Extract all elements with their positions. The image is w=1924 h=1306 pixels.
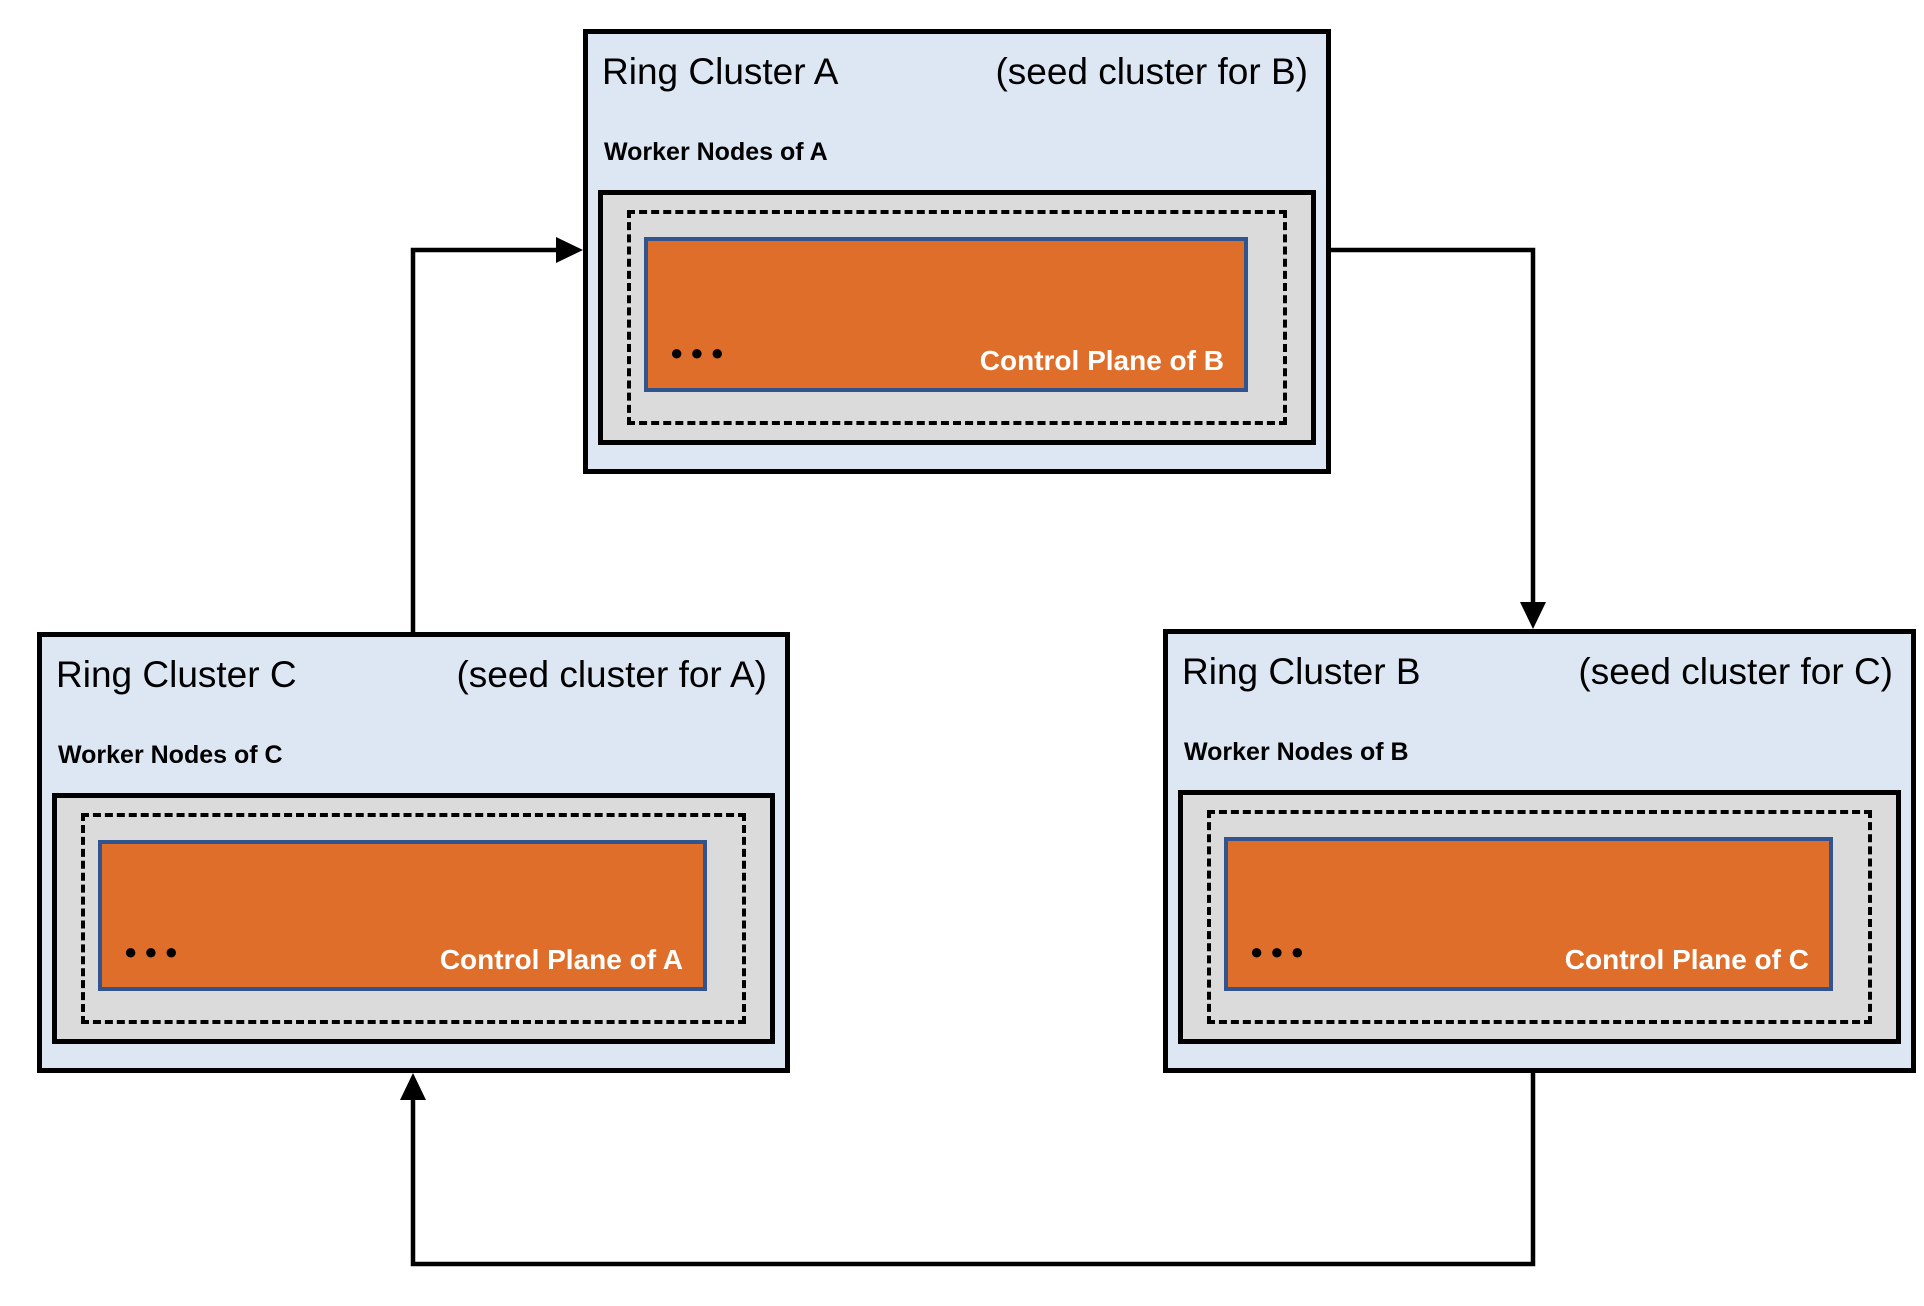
cluster-b-worker-nodes-label: Worker Nodes of B [1184,738,1409,766]
cluster-c-seed-note: (seed cluster for A) [456,654,767,695]
arrowhead-down-icon [1520,602,1546,629]
cluster-a-worker-nodes-dashed-outline: ●●● Control Plane of B [627,210,1287,425]
cluster-a-worker-nodes-box: ●●● Control Plane of B [598,190,1316,445]
cluster-a-title: Ring Cluster A [602,51,839,92]
cluster-c-title: Ring Cluster C [56,654,297,695]
cluster-box-a: Ring Cluster A (seed cluster for B) Work… [583,29,1331,474]
connector-c-to-a [410,237,583,632]
connector-c-to-a-line [410,247,558,632]
arrowhead-right-icon [556,237,583,263]
cluster-a-control-plane-box: ●●● Control Plane of B [644,237,1248,392]
cluster-c-control-plane-box: ●●● Control Plane of A [98,840,707,991]
cluster-c-worker-nodes-label: Worker Nodes of C [58,741,283,769]
ellipsis-dots-icon: ●●● [670,340,731,365]
cluster-c-title-row: Ring Cluster C (seed cluster for A) [42,637,785,697]
connector-b-to-c [400,1073,1536,1267]
connector-b-to-c-line [410,1073,1536,1267]
connector-a-to-b [1330,247,1546,629]
cluster-b-title-row: Ring Cluster B (seed cluster for C) [1168,634,1911,694]
cluster-a-seed-note: (seed cluster for B) [995,51,1308,92]
cluster-b-control-plane-label: Control Plane of C [1564,944,1809,976]
cluster-a-worker-nodes-label: Worker Nodes of A [604,138,828,166]
ellipsis-dots-icon: ●●● [1250,939,1311,964]
ellipsis-dots-icon: ●●● [124,939,185,964]
cluster-c-control-plane-label: Control Plane of A [439,944,683,976]
cluster-c-worker-nodes-box: ●●● Control Plane of A [52,793,775,1044]
cluster-b-control-plane-box: ●●● Control Plane of C [1224,837,1833,991]
cluster-b-worker-nodes-dashed-outline: ●●● Control Plane of C [1207,810,1872,1024]
cluster-b-seed-note: (seed cluster for C) [1578,651,1893,692]
cluster-box-c: Ring Cluster C (seed cluster for A) Work… [37,632,790,1073]
connector-a-to-b-line [1330,247,1536,606]
cluster-c-worker-nodes-dashed-outline: ●●● Control Plane of A [81,813,746,1024]
arrowhead-up-icon [400,1073,426,1100]
cluster-box-b: Ring Cluster B (seed cluster for C) Work… [1163,629,1916,1073]
cluster-a-title-row: Ring Cluster A (seed cluster for B) [588,34,1326,94]
cluster-a-control-plane-label: Control Plane of B [979,345,1224,377]
cluster-b-title: Ring Cluster B [1182,651,1421,692]
cluster-b-worker-nodes-box: ●●● Control Plane of C [1178,790,1901,1044]
